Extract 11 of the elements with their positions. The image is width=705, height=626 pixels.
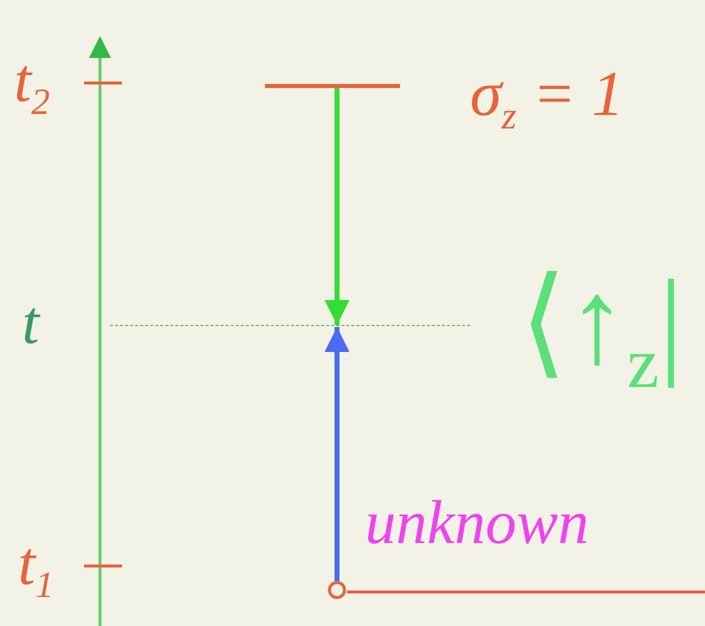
bra-state-label: ⟨↑$_{z}$| (520, 262, 683, 400)
level-bar (265, 84, 400, 88)
start-circle (328, 581, 346, 599)
state-note: unknown (365, 492, 589, 554)
time-label: t$_{1}$ (18, 533, 54, 604)
time-label: t$_{2}$ (14, 50, 50, 122)
arrow (324, 327, 350, 581)
dashed-time-line (110, 325, 470, 327)
value-label: σ$_{z}$ = 1 (470, 62, 624, 136)
arrow (324, 88, 350, 325)
time-label: t (22, 292, 40, 354)
